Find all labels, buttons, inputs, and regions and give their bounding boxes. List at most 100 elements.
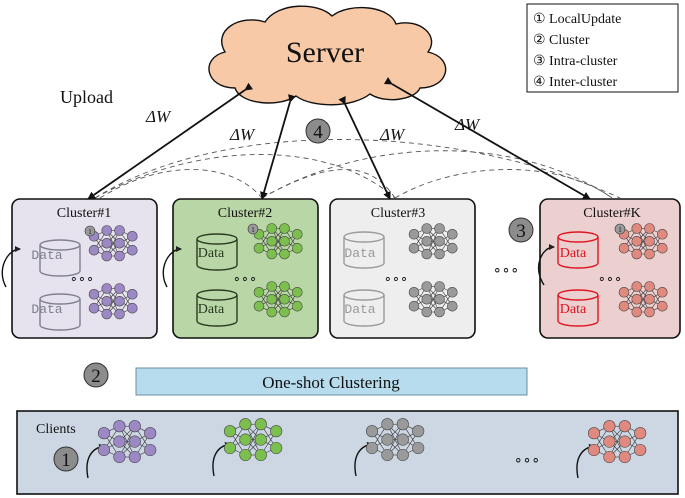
cluster-k-update-arrow [538,244,555,286]
net-node [644,248,655,260]
cluster-3-net-bottom [408,281,458,318]
cluster-2-net-bottom [253,281,303,318]
clustering-bar [135,367,528,396]
cluster-3-net-top [408,223,458,260]
delta-w-label-3: ΔW [379,125,406,144]
legend-item-cluster: ② Cluster [533,33,590,48]
net-node [239,433,252,446]
cluster-3-data-top-label: Data [344,246,375,261]
net-node [144,427,157,440]
cluster-1-title: Cluster#1 [57,206,111,221]
cluster-1-small-badge: 1 [84,225,96,237]
cluster-2-data-top [196,233,238,271]
data-cylinder-body [39,299,81,331]
net-node [603,435,616,448]
legend-item-intra-cluster: ③ Intra-cluster [533,54,618,69]
cluster-3: Cluster#3 Data Data ∘∘∘ [329,198,476,339]
server-label: Server [286,36,364,69]
client-net-2 [223,418,283,462]
net-node [421,281,433,292]
net-node [223,441,237,455]
net-node [88,302,100,314]
net-node [396,418,409,431]
data-cylinder-top [557,289,599,301]
data-cylinder-top [39,293,81,305]
net-node [114,237,125,249]
inter-cluster-links [94,139,621,199]
net-node [127,231,138,242]
cluster-k-net-bottom [618,281,668,318]
net-node [447,300,458,312]
net-node [408,300,420,312]
net-node [127,289,138,300]
step-badge-2-label: 2 [91,366,101,387]
net-node [266,235,278,247]
net-node [113,420,126,433]
net-node [634,427,647,440]
net-node [97,443,111,457]
net-node [239,418,252,431]
net-node [239,448,252,462]
net-node [114,295,125,307]
cluster-1-data-bottom [39,293,81,331]
net-node [408,242,420,254]
step-badge-2: 2 [83,362,109,388]
net-node [618,420,631,433]
data-cylinder-top [196,289,238,301]
net-node [101,308,113,320]
clients-panel-box [16,410,679,495]
net-node [412,425,425,438]
net-node [127,302,138,314]
cluster-2: Cluster#2 Data Data ∘∘∘ 1 [162,198,319,339]
cluster-3-data-bottom [343,289,385,327]
net-node [644,281,655,292]
net-node [279,235,290,247]
data-cylinder-top [343,289,385,301]
net-node [421,223,433,234]
net-node [631,235,643,247]
net-node [631,223,643,234]
legend: ① LocalUpdate ② Cluster ③ Intra-cluster … [526,3,679,93]
net-node [631,248,643,260]
legend-item-local-update: ① LocalUpdate [533,12,621,27]
cluster-2-data-bottom-label: Data [198,302,225,317]
data-cylinder-top [343,231,385,243]
net-node [128,435,141,448]
cluster-k-net-top [618,223,668,260]
cluster-2-data-top-label: Data [198,246,225,261]
net-node [631,293,643,305]
cluster-k-data-bottom-label: Data [560,302,587,317]
data-cylinder-body [196,295,238,327]
net-node [365,425,379,438]
svg-text:1: 1 [618,226,622,234]
data-cylinder-top [557,231,599,243]
net-node [114,308,125,320]
net-node [631,306,643,318]
step-badge-3: 3 [508,217,534,243]
net-node [292,229,303,240]
net-node [657,242,668,254]
net-node [447,287,458,298]
cluster-2-update-arrow [162,246,182,288]
cluster-1-ellipsis: ∘∘∘ [70,271,94,286]
net-node [128,450,141,464]
net-node [266,293,278,305]
net-node [657,229,668,240]
data-cylinder-body [39,245,81,277]
cluster-1-net-top [88,225,138,262]
net-node [266,223,278,234]
cluster-k-small-badge: 1 [614,223,626,235]
net-node [279,293,290,305]
net-node [88,289,100,300]
cluster-3-ellipsis: ∘∘∘ [384,271,408,286]
cluster-3-title: Cluster#3 [371,206,425,221]
cluster-3-data-bottom-label: Data [344,302,375,317]
net-node [266,248,278,260]
clients-ellipsis: ∘∘∘ [514,453,540,468]
net-node [434,248,445,260]
upload-arrows [87,77,591,200]
data-cylinder-body [196,239,238,271]
data-cylinder-body [557,295,599,327]
data-cylinder-body [343,237,385,269]
net-node [644,235,655,247]
